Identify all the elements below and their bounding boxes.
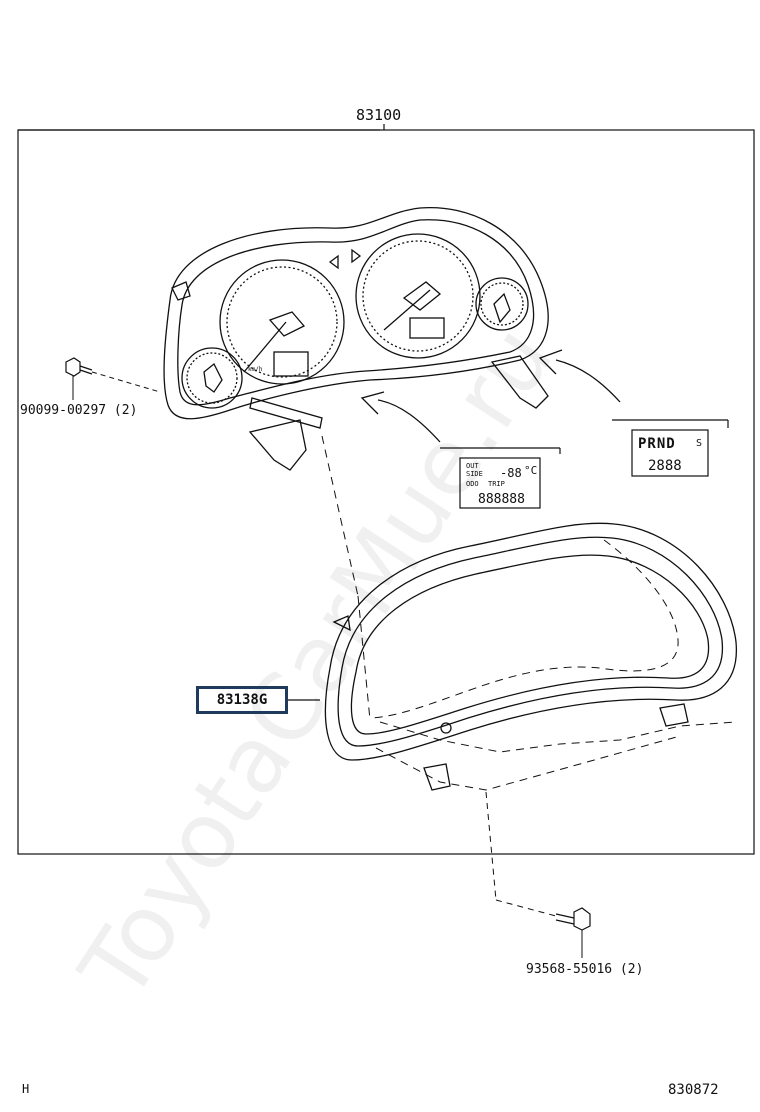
lens-dashed-outline: [371, 539, 679, 719]
display-temp-unit: °C: [524, 464, 538, 477]
display-trip-label: TRIP: [488, 480, 505, 488]
assembly-frame: [17, 129, 755, 855]
meter-cluster: [163, 206, 549, 471]
lens-cover: [324, 522, 737, 791]
left-bolt-dash: [91, 371, 161, 393]
figure-number: 830872: [668, 1082, 719, 1098]
temp-digits: -88: [500, 466, 522, 480]
odo-digits: 888888: [478, 492, 525, 507]
speed-unit-label: km/h: [248, 366, 263, 373]
left-bolt: [65, 357, 93, 400]
display-gear-s: S: [696, 438, 703, 449]
bottom-bolt: [555, 907, 591, 958]
lens-dashed-bottom: [379, 721, 737, 753]
align-dash-left2: [357, 595, 371, 721]
highlighted-part-number[interactable]: 83138G: [196, 686, 288, 714]
display-gear-letters: PRND: [638, 436, 676, 452]
display-callout-gear: 2888: [612, 419, 729, 477]
display-odo-label: ODO: [466, 480, 479, 488]
corner-code-left: H: [22, 1082, 30, 1096]
clock-digits: 2888: [648, 458, 682, 474]
bottom-bolt-dash2: [495, 899, 557, 917]
left-bolt-part-number: 90099-00297 (2): [20, 403, 138, 418]
insert-arrows: [360, 349, 621, 443]
lens-dashed-lower: [375, 735, 681, 791]
bottom-bolt-dash: [485, 791, 497, 901]
display-callout-odo: 888888 -88: [440, 447, 561, 509]
bottom-bolt-part-number: 93568-55016 (2): [526, 962, 644, 977]
align-dash-left: [321, 435, 359, 597]
assembly-part-number: 83100: [356, 106, 402, 124]
